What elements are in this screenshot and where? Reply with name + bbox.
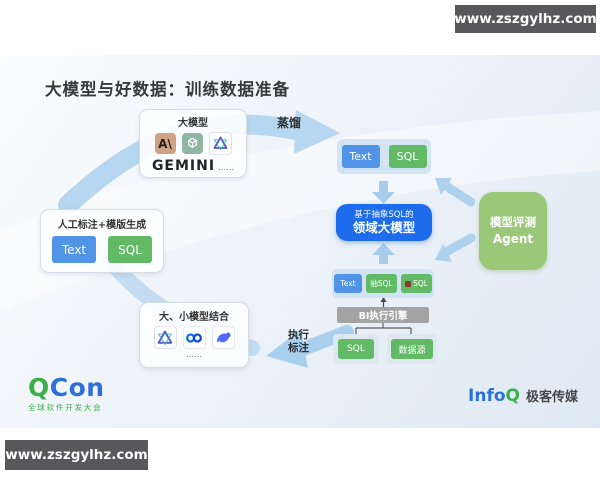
bi-engine-bar: BI执行引擎 bbox=[337, 307, 429, 323]
feedback-abstract-sql-chip: 抽SQL bbox=[366, 274, 397, 293]
bi-sql-leaf: SQL bbox=[333, 334, 379, 364]
foundation-icon-row: A\ bbox=[140, 132, 246, 155]
feedback-real-sql-chip: SQL bbox=[401, 274, 432, 293]
manual-card-boxes: Text SQL bbox=[41, 236, 163, 263]
qcon-q: Q bbox=[28, 373, 50, 402]
down-arrow-icon bbox=[372, 181, 395, 204]
chatglm-icon bbox=[208, 132, 232, 155]
gemini-wordmark: GEMINI bbox=[151, 158, 216, 174]
glm-icon bbox=[153, 326, 177, 349]
up-arrow-icon bbox=[372, 243, 395, 264]
manual-sql-chip: SQL bbox=[108, 236, 152, 263]
page-title: 大模型与好数据：训练数据准备 bbox=[45, 80, 290, 99]
bi-datasource-leaf: 数据源 bbox=[387, 334, 437, 364]
bi-elbow-connectors bbox=[355, 323, 412, 334]
exec-annotate-arrowhead-icon bbox=[266, 329, 308, 368]
combine-card-title: 大、小模型结合 bbox=[159, 312, 229, 323]
watermark-top-right: www.zszgylhz.com bbox=[454, 5, 597, 33]
domain-model-subtitle: 基于抽象SQL的 bbox=[354, 209, 414, 220]
agent-upper-arrow-tail bbox=[441, 181, 476, 207]
foundation-models-card: 大模型 A\ GEMINI …… bbox=[139, 109, 247, 178]
eval-agent-line1: 模型评测 bbox=[490, 215, 536, 230]
train-sql-chip: SQL bbox=[388, 145, 427, 168]
infoq-media-label: 极客传媒 bbox=[525, 390, 578, 405]
manual-annotation-card: 人工标注+模版生成 Text SQL bbox=[40, 209, 164, 273]
manual-card-title: 人工标注+模版生成 bbox=[57, 220, 147, 231]
openai-icon bbox=[181, 133, 203, 154]
watermark-bottom-left: www.zszgylhz.com bbox=[5, 440, 148, 470]
infoq-q: Q bbox=[505, 386, 520, 406]
train-text-chip: Text bbox=[341, 145, 380, 168]
agent-lower-arrowhead-icon bbox=[435, 244, 452, 262]
qcon-logo: QCon 全球软件开发大会 bbox=[28, 375, 105, 413]
agent-upper-arrowhead-icon bbox=[435, 178, 452, 195]
foundation-card-title: 大模型 bbox=[178, 118, 208, 129]
qcon-tagline: 全球软件开发大会 bbox=[28, 403, 103, 412]
domain-model-box: 基于抽象SQL的 领域大模型 bbox=[336, 204, 432, 241]
feedback-data-group: Text 抽SQL SQL bbox=[332, 269, 434, 298]
deepseek-icon bbox=[211, 326, 235, 349]
exec-annotate-line1: 执行 bbox=[288, 329, 309, 341]
background-streak bbox=[0, 111, 600, 312]
agent-lower-arrow-tail bbox=[441, 233, 476, 257]
feedback-real-sql-label: SQL bbox=[413, 279, 428, 288]
eval-agent-box: 模型评测 Agent bbox=[479, 192, 547, 270]
manual-text-chip: Text bbox=[52, 236, 96, 263]
distill-label: 蒸馏 bbox=[277, 116, 302, 130]
infoq-info: Info bbox=[468, 386, 506, 406]
bi-sql-chip: SQL bbox=[338, 339, 374, 359]
combine-icon-row bbox=[140, 326, 248, 349]
exec-annotate-line2: 标注 bbox=[288, 341, 309, 354]
combine-ellipsis: …… bbox=[186, 350, 202, 359]
qcon-wordmark: QCon bbox=[28, 375, 105, 400]
exec-annotate-label: 执行 标注 bbox=[288, 329, 309, 354]
train-data-group: Text SQL bbox=[337, 139, 431, 174]
foundation-ellipsis: …… bbox=[218, 163, 235, 172]
combine-models-card: 大、小模型结合 …… bbox=[139, 302, 249, 368]
bi-up-arrowhead-icon bbox=[380, 297, 387, 302]
eval-agent-line2: Agent bbox=[492, 231, 534, 246]
meta-icon bbox=[182, 326, 206, 349]
sql-marker-icon bbox=[405, 280, 412, 287]
anthropic-icon: A\ bbox=[154, 133, 176, 154]
qcon-con: Con bbox=[49, 373, 105, 402]
gemini-row: GEMINI …… bbox=[140, 158, 246, 174]
bi-datasource-chip: 数据源 bbox=[391, 339, 433, 359]
distill-arrowhead-icon bbox=[294, 110, 340, 154]
domain-model-title: 领域大模型 bbox=[352, 220, 416, 236]
feedback-text-chip: Text bbox=[334, 274, 362, 293]
